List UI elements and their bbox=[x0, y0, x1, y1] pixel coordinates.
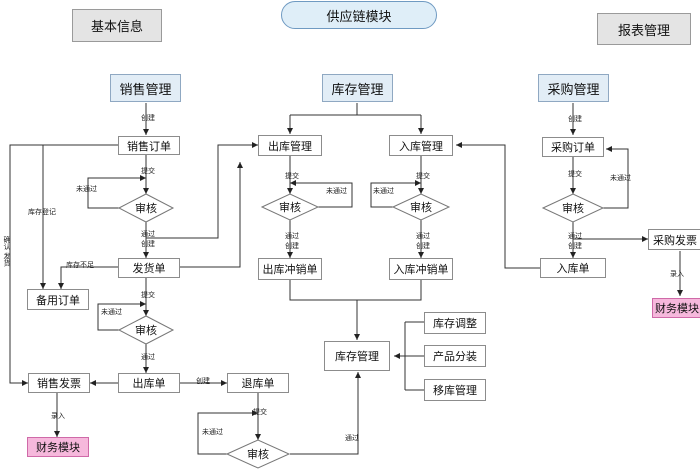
label-create: 创建 bbox=[196, 377, 210, 385]
label-passed: 通过 bbox=[141, 230, 155, 238]
inventory-management-header[interactable]: 库存管理 bbox=[322, 74, 393, 102]
inbound-management-node[interactable]: 入库管理 bbox=[389, 135, 453, 156]
outbound-reversal-node[interactable]: 出库冲销单 bbox=[258, 258, 322, 280]
label-shortage: 库存不足 bbox=[66, 261, 94, 269]
decision-nodes bbox=[117, 193, 605, 469]
inventory-center-node[interactable]: 库存管理 bbox=[324, 341, 390, 371]
shipping-order-node[interactable]: 发货单 bbox=[118, 258, 180, 278]
label-rejected: 未通过 bbox=[101, 308, 122, 316]
label-create: 创建 bbox=[141, 114, 155, 122]
label-create: 创建 bbox=[141, 240, 155, 248]
label-create: 创建 bbox=[285, 242, 299, 250]
connectors bbox=[9, 103, 683, 455]
label-stock-register: 库存登记 bbox=[28, 208, 56, 216]
supply-chain-title[interactable]: 供应链模块 bbox=[281, 1, 437, 29]
backup-order-node[interactable]: 备用订单 bbox=[27, 289, 89, 310]
inbound-review-diamond[interactable] bbox=[391, 193, 451, 221]
sales-invoice-node[interactable]: 销售发票 bbox=[28, 373, 90, 393]
label-passed: 通过 bbox=[285, 232, 299, 240]
label-passed: 通过 bbox=[568, 232, 582, 240]
label-rejected: 未通过 bbox=[202, 428, 223, 436]
return-review-diamond[interactable] bbox=[225, 439, 291, 469]
outbound-management-node[interactable]: 出库管理 bbox=[258, 135, 322, 156]
inbound-reversal-node[interactable]: 入库冲销单 bbox=[389, 258, 453, 280]
report-management-box[interactable]: 报表管理 bbox=[597, 13, 691, 45]
outbound-review-diamond[interactable] bbox=[260, 193, 320, 221]
sales-finance-module[interactable]: 财务模块 bbox=[27, 437, 89, 457]
product-assembly-node[interactable]: 产品分装 bbox=[424, 345, 486, 367]
inbound-review-label: 审核 bbox=[410, 201, 432, 214]
purchase-review-label: 审核 bbox=[562, 202, 584, 215]
purchase-invoice-node[interactable]: 采购发票 bbox=[648, 229, 700, 250]
label-submit: 提交 bbox=[141, 291, 155, 299]
purchase-finance-module[interactable]: 财务模块 bbox=[652, 298, 700, 318]
basic-info-box[interactable]: 基本信息 bbox=[72, 9, 162, 42]
label-submit: 提交 bbox=[141, 167, 155, 175]
sales-management-header[interactable]: 销售管理 bbox=[110, 74, 181, 102]
purchase-management-header[interactable]: 采购管理 bbox=[538, 74, 609, 102]
label-create: 创建 bbox=[568, 115, 582, 123]
sales-order-node[interactable]: 销售订单 bbox=[118, 136, 180, 155]
label-submit: 提交 bbox=[416, 172, 430, 180]
label-submit: 提交 bbox=[568, 170, 582, 178]
label-create: 创建 bbox=[568, 242, 582, 250]
label-entry: 录入 bbox=[670, 270, 684, 278]
label-rejected: 未通过 bbox=[610, 174, 631, 182]
sales-order-review-diamond[interactable] bbox=[117, 193, 175, 223]
label-rejected: 未通过 bbox=[373, 187, 394, 195]
return-order-node[interactable]: 退库单 bbox=[227, 373, 289, 393]
shipping-review-label: 审核 bbox=[135, 324, 157, 337]
label-entry: 录入 bbox=[51, 412, 65, 420]
inventory-adjustment-node[interactable]: 库存调整 bbox=[424, 312, 486, 334]
label-passed: 通过 bbox=[141, 353, 155, 361]
sales-order-review-label: 审核 bbox=[135, 202, 157, 215]
label-rejected: 未通过 bbox=[326, 187, 347, 195]
purchase-review-diamond[interactable] bbox=[541, 193, 605, 223]
label-submit: 提交 bbox=[285, 172, 299, 180]
return-review-label: 审核 bbox=[247, 448, 269, 461]
label-submit: 提交 bbox=[253, 408, 267, 416]
label-create: 创建 bbox=[416, 242, 430, 250]
shipping-review-diamond[interactable] bbox=[117, 315, 175, 345]
label-confirm-ship: 确认 发货 bbox=[3, 236, 11, 267]
label-rejected: 未通过 bbox=[76, 185, 97, 193]
transfer-management-node[interactable]: 移库管理 bbox=[424, 379, 486, 401]
outbound-order-node[interactable]: 出库单 bbox=[118, 373, 180, 393]
purchase-receipt-node[interactable]: 入库单 bbox=[540, 258, 606, 278]
outbound-review-label: 审核 bbox=[279, 201, 301, 214]
purchase-order-node[interactable]: 采购订单 bbox=[542, 137, 604, 157]
label-passed: 通过 bbox=[345, 434, 359, 442]
label-passed: 通过 bbox=[416, 232, 430, 240]
